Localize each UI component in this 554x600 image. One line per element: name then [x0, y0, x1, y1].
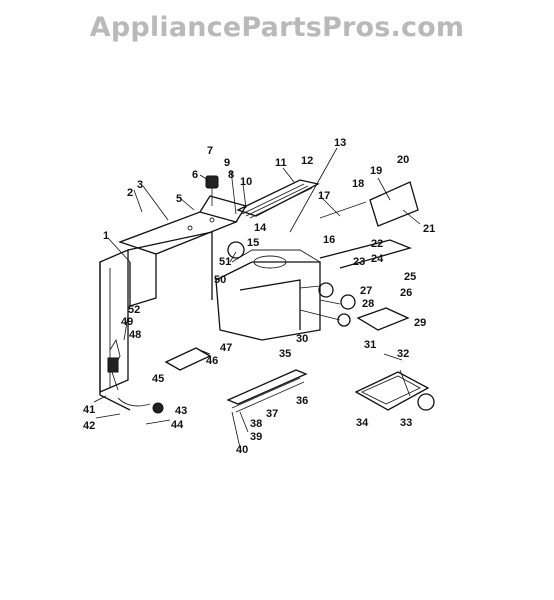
callout-41: 41: [83, 404, 95, 416]
callout-47: 47: [220, 342, 232, 354]
callout-labels: 1 2 3 5 6 7 8 9 10 11 12 13 14 15 16 17 …: [83, 137, 435, 456]
callout-44: 44: [171, 419, 184, 431]
callout-23: 23: [353, 256, 365, 268]
right-frame: [319, 181, 419, 269]
callout-35: 35: [279, 348, 291, 360]
callout-52: 52: [128, 304, 140, 316]
callout-2: 2: [127, 187, 133, 199]
top-rails: [236, 179, 320, 219]
callout-24: 24: [371, 253, 384, 265]
callout-27: 27: [360, 285, 372, 297]
ring-15: [227, 241, 245, 259]
callout-12: 12: [301, 155, 313, 167]
callout-25: 25: [404, 271, 416, 283]
callout-48: 48: [129, 329, 141, 341]
pipe: [164, 347, 212, 371]
callout-29: 29: [414, 317, 426, 329]
callout-5: 5: [176, 193, 182, 205]
callout-17: 17: [318, 190, 330, 202]
ring-31: [337, 313, 351, 327]
callout-32: 32: [397, 348, 409, 360]
callout-9: 9: [224, 157, 230, 169]
ring-28: [340, 294, 356, 310]
callout-22: 22: [371, 238, 383, 250]
callout-43: 43: [175, 405, 187, 417]
center-chassis: [215, 249, 321, 341]
ring-33: [417, 393, 435, 411]
base-pan: [354, 371, 430, 411]
callout-11: 11: [275, 157, 287, 169]
callout-18: 18: [352, 178, 364, 190]
callout-15: 15: [247, 237, 259, 249]
front-rail: [226, 369, 308, 413]
callout-36: 36: [296, 395, 308, 407]
callout-19: 19: [370, 165, 382, 177]
callout-31: 31: [364, 339, 376, 351]
callout-13: 13: [334, 137, 346, 149]
callout-14: 14: [254, 222, 267, 234]
callout-46: 46: [206, 355, 218, 367]
callout-16: 16: [323, 234, 335, 246]
callout-39: 39: [250, 431, 262, 443]
callout-3: 3: [137, 179, 143, 191]
callout-26: 26: [400, 287, 412, 299]
callout-6: 6: [192, 169, 198, 181]
callout-42: 42: [83, 420, 95, 432]
callout-7: 7: [207, 145, 213, 157]
callout-49: 49: [121, 316, 133, 328]
callout-21: 21: [423, 223, 435, 235]
callout-1: 1: [103, 230, 109, 242]
callout-30: 30: [296, 333, 308, 345]
ring-27: [318, 282, 334, 298]
callout-8: 8: [228, 169, 234, 181]
callout-33: 33: [400, 417, 412, 429]
callout-34: 34: [356, 417, 369, 429]
callout-50: 50: [214, 274, 226, 286]
knob: [205, 175, 219, 206]
panel-29: [356, 307, 410, 331]
upper-bracket: [118, 195, 248, 307]
wiring-harness: [107, 338, 164, 414]
callout-10: 10: [240, 176, 252, 188]
callout-28: 28: [362, 298, 374, 310]
callout-37: 37: [266, 408, 278, 420]
callout-51: 51: [219, 256, 231, 268]
watermark: AppliancePartsPros.com: [89, 12, 465, 43]
callout-20: 20: [397, 154, 409, 166]
leader-lines: [93, 147, 421, 449]
callout-38: 38: [250, 418, 262, 430]
callout-40: 40: [236, 444, 248, 456]
callout-45: 45: [152, 373, 164, 385]
